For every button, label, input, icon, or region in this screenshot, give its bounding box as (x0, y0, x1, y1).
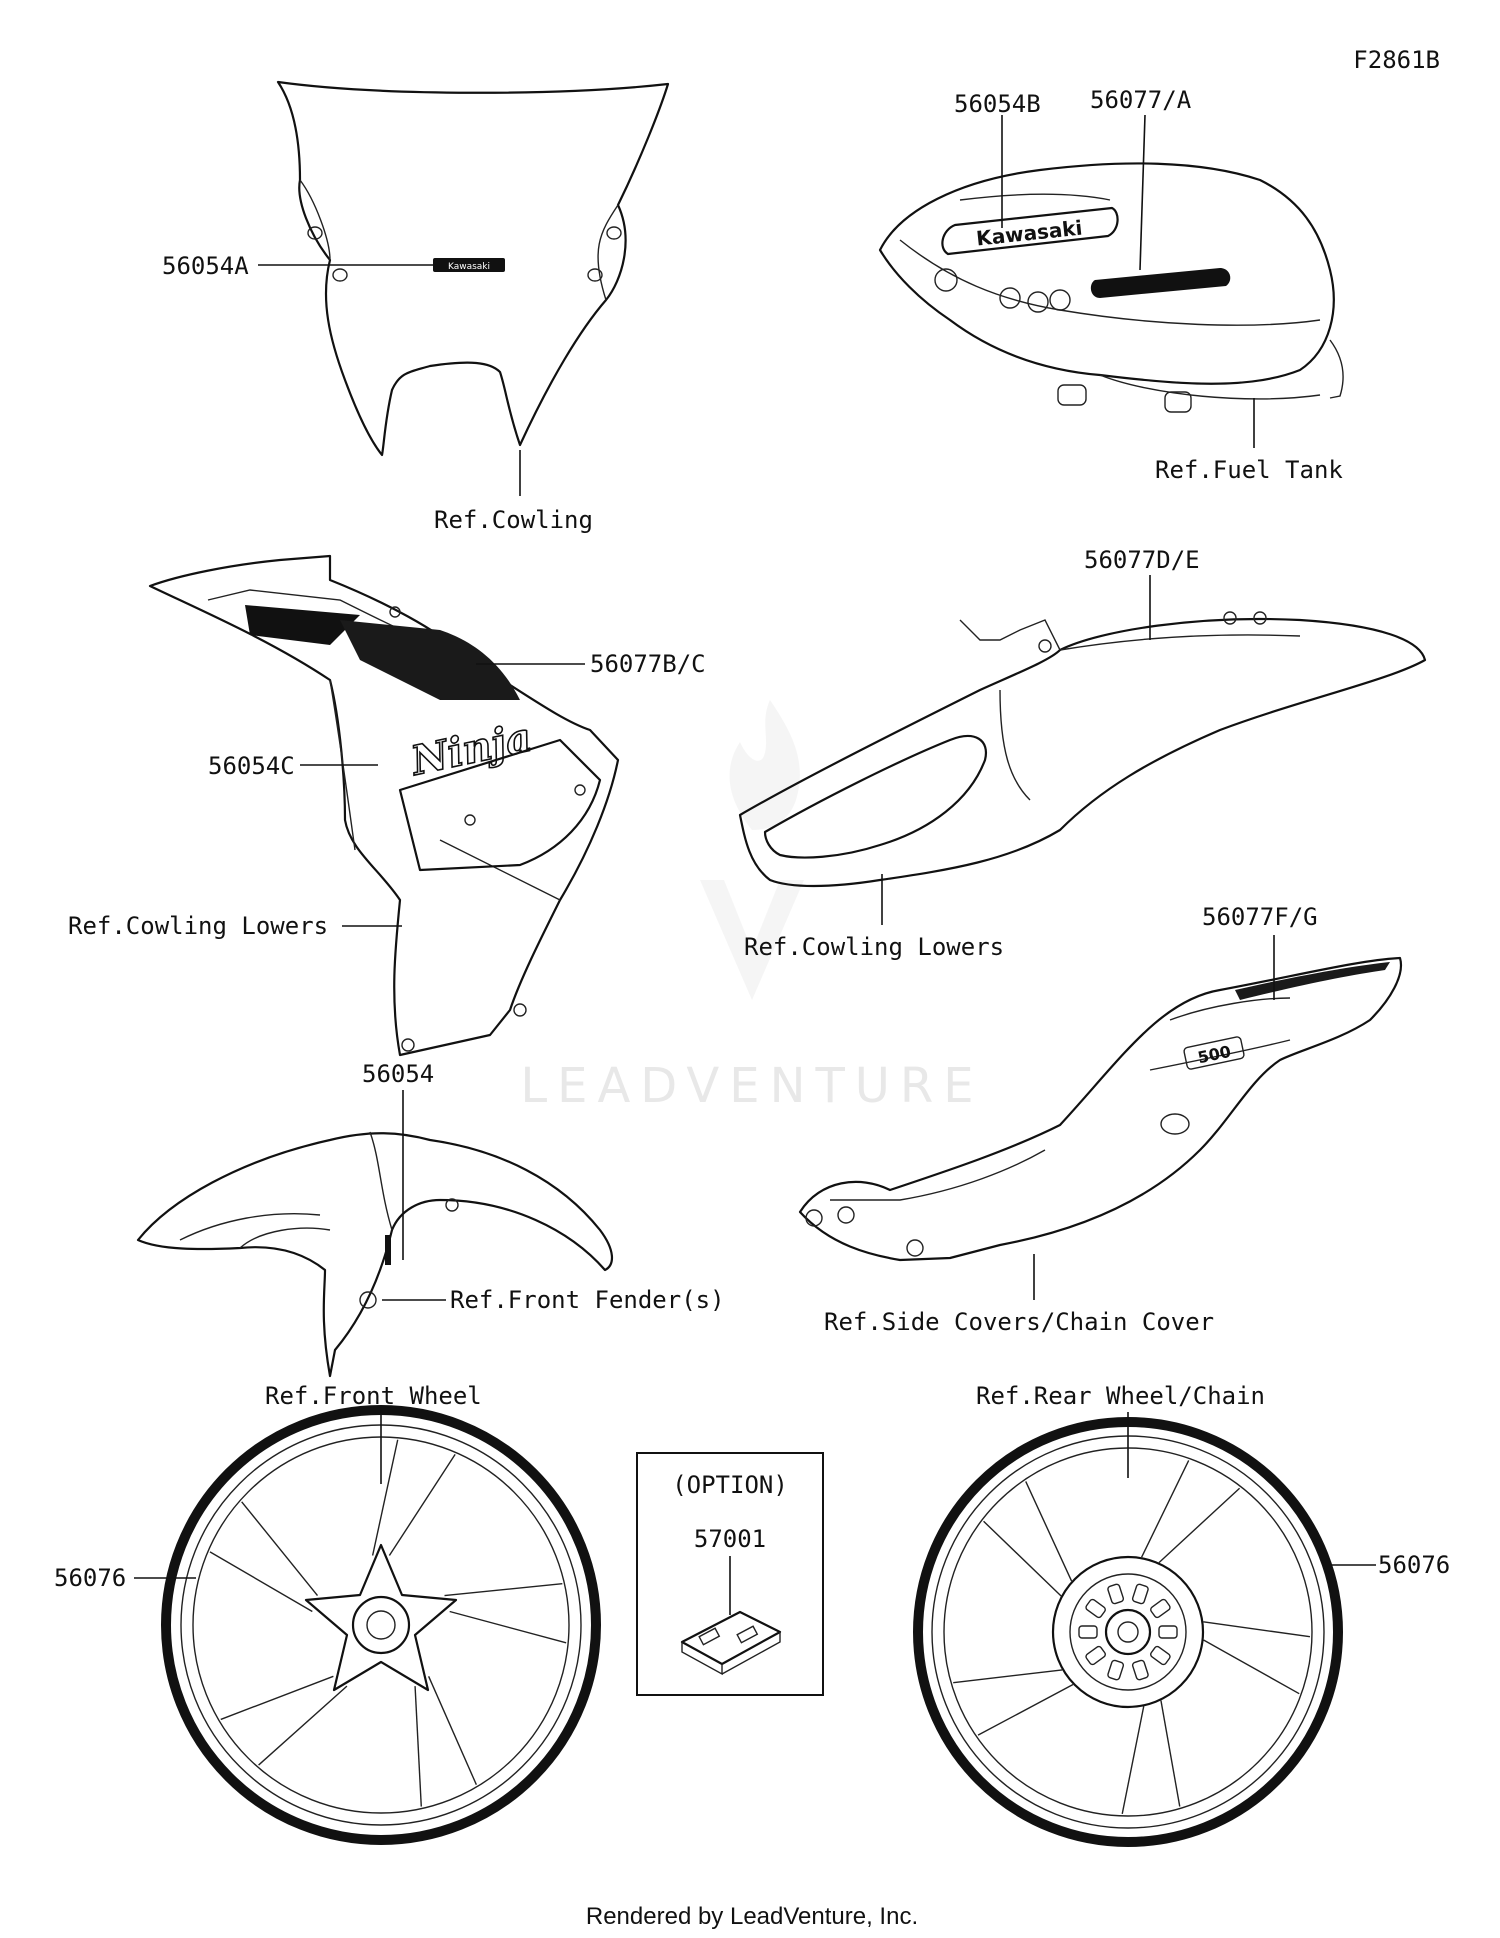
hub-hole (1158, 1625, 1178, 1639)
wheel-spoke-edge (414, 1686, 422, 1807)
front-fender-drawing (136, 1131, 613, 1378)
wheel-spoke-edge (388, 1454, 456, 1556)
callout-56054B: 56054B (954, 90, 1041, 118)
callout-ref-cowling-lowers-left: Ref.Cowling Lowers (68, 912, 328, 940)
wheel-spoke-edge (449, 1610, 567, 1644)
wheel-spoke-edge (427, 1676, 478, 1785)
watermark-text: LEADVENTURE (520, 1058, 983, 1114)
callout-ref-side-covers: Ref.Side Covers/Chain Cover (824, 1308, 1214, 1336)
wheel-spoke-edge (1121, 1706, 1145, 1815)
wheel-spoke-edge (1203, 1621, 1311, 1638)
wheel-spoke-edge (258, 1685, 348, 1766)
wheel-spoke-edge (241, 1501, 319, 1596)
callout-ref-fuel-tank: Ref.Fuel Tank (1155, 456, 1343, 484)
left-cowling-drawing: Ninja (148, 554, 620, 1057)
wheel-spoke-edge (1158, 1487, 1241, 1564)
callout-ref-front-wheel: Ref.Front Wheel (265, 1382, 482, 1410)
option-label: (OPTION) (672, 1471, 788, 1499)
windscreen-decal-text: Kawasaki (448, 262, 490, 272)
ninja-logo-decal: Ninja (405, 714, 535, 786)
hub-hole (1078, 1625, 1098, 1639)
cowling-upper-decal (340, 620, 520, 700)
callout-56076-left: 56076 (54, 1564, 126, 1592)
wheel-spoke-edge (220, 1675, 334, 1721)
leadventure-watermark: LEADVENTURE (520, 700, 983, 1114)
wheel-spoke-edge (209, 1551, 313, 1613)
hub-hole (1150, 1598, 1171, 1619)
footer-credit: Rendered by LeadVenture, Inc. (586, 1903, 918, 1930)
callout-56054C: 56054C (208, 752, 295, 780)
hub-hole (1107, 1583, 1125, 1605)
callout-56077B-C: 56077B/C (590, 650, 706, 678)
windscreen-drawing: Kawasaki (276, 80, 670, 457)
callout-56076-right: 56076 (1378, 1551, 1450, 1579)
rear-wheel-drawing (913, 1417, 1343, 1847)
tail-model-decal: 500 (1196, 1042, 1233, 1068)
wheel-spoke-edge (1160, 1700, 1181, 1807)
callout-56054: 56054 (362, 1060, 434, 1088)
option-box: (OPTION) 57001 (636, 1452, 824, 1696)
callout-57001: 57001 (694, 1525, 766, 1553)
callout-56077D-E: 56077D/E (1084, 546, 1200, 574)
wheel-spoke-edge (371, 1439, 399, 1556)
wheel-spoke-edge (1203, 1639, 1300, 1695)
right-cowling-drawing (738, 611, 1427, 888)
hub-hole (1131, 1583, 1149, 1605)
clip-part-drawing (680, 1610, 782, 1676)
callout-ref-cowling: Ref.Cowling (434, 506, 593, 534)
cowling-stripe-decal (245, 605, 360, 645)
callout-ref-cowling-lowers-right: Ref.Cowling Lowers (744, 933, 1004, 961)
figure-code: F2861B (1353, 46, 1440, 74)
wheel-spoke-edge (1025, 1481, 1073, 1582)
hub-hole (1107, 1659, 1125, 1681)
wheel-spoke-edge (983, 1520, 1062, 1597)
wheel-spoke-edge (1140, 1460, 1190, 1558)
hub-hole (1085, 1645, 1106, 1666)
callout-56077F-G: 56077F/G (1202, 903, 1318, 931)
hub-hole (1131, 1659, 1149, 1681)
callout-ref-rear-wheel: Ref.Rear Wheel/Chain (976, 1382, 1265, 1410)
callout-56077-A: 56077/A (1090, 86, 1192, 114)
wheel-spoke-edge (953, 1669, 1063, 1684)
fuel-tank-drawing: Kawasaki (878, 162, 1344, 413)
hub-hole (1150, 1645, 1171, 1666)
tank-stripe-decal (1090, 268, 1231, 298)
tail-stripe-decal (1235, 962, 1390, 1000)
hub-hole (1085, 1598, 1106, 1619)
fender-decal (385, 1235, 391, 1265)
callout-ref-front-fender: Ref.Front Fender(s) (450, 1286, 725, 1314)
windscreen-kawasaki-decal (433, 258, 505, 272)
callout-56054A: 56054A (162, 252, 249, 280)
wheel-spoke-edge (444, 1582, 563, 1597)
flame-logo-watermark (700, 700, 804, 1000)
wheel-spoke-edge (977, 1683, 1074, 1736)
